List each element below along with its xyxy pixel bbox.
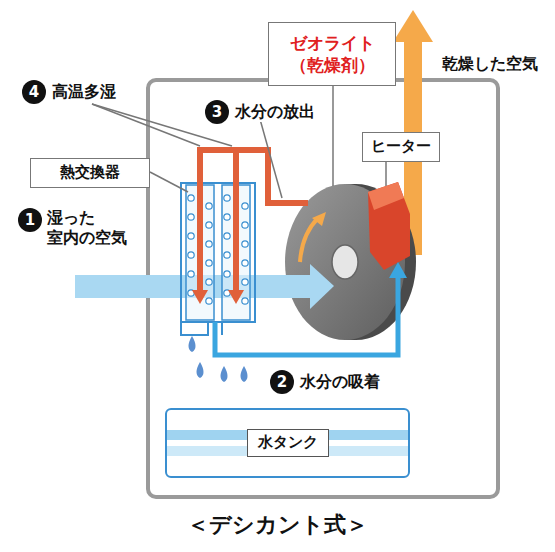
bubble <box>224 271 230 277</box>
node-text: 熱交換器 <box>60 163 120 183</box>
node-text: ヒーター <box>371 137 431 157</box>
bubble <box>224 252 230 258</box>
bubble <box>206 260 212 266</box>
bubble <box>206 298 212 304</box>
housing <box>148 80 498 497</box>
bubble <box>242 241 248 247</box>
bubble <box>242 279 248 285</box>
heat-exchanger <box>181 183 255 322</box>
rotation-arrow <box>300 218 318 262</box>
callout-number: 1 <box>18 208 42 232</box>
bubble <box>188 233 194 239</box>
bubble <box>224 233 230 239</box>
caption: ＜デシカント式＞ <box>0 510 555 540</box>
callout-number: 2 <box>270 370 294 394</box>
heat-exchanger-label-box: 熱交換器 <box>30 158 150 188</box>
callout-text: 水分の吸着 <box>298 372 382 392</box>
heater <box>368 182 410 270</box>
bubble <box>206 241 212 247</box>
bubble <box>206 279 212 285</box>
water-tank: 水タンク <box>165 408 410 478</box>
callout-number: 3 <box>205 100 229 124</box>
bubble <box>224 214 230 220</box>
bubble <box>188 214 194 220</box>
wheel-hub <box>332 245 358 279</box>
rotation-arrowhead <box>312 212 326 226</box>
hot-humid-pipe <box>200 150 308 292</box>
callout-text: 高温多湿 <box>50 82 118 102</box>
humid-air-arrowhead <box>310 264 334 309</box>
bubble <box>242 260 248 266</box>
zeolite-label-box: ゼオライト（乾燥剤） <box>268 22 396 86</box>
bubble <box>188 252 194 258</box>
water-drops <box>189 336 248 382</box>
callout-number: 4 <box>22 80 46 104</box>
node-text: 水タンク <box>247 429 329 457</box>
dry-air-arrowhead <box>393 10 433 42</box>
bubble <box>188 271 194 277</box>
bubble <box>188 195 194 201</box>
return-air-arrowhead <box>389 262 407 278</box>
heater-top <box>368 182 404 210</box>
heater-label-box: ヒーター <box>362 132 440 162</box>
callout-text: 湿った 室内の空気 <box>45 208 134 248</box>
dry-air-label: 乾燥した空気 <box>440 54 540 74</box>
bubble <box>242 298 248 304</box>
bubble <box>242 203 248 209</box>
pipe-arrowhead <box>228 290 244 304</box>
bubble <box>242 222 248 228</box>
return-air-line <box>215 276 398 355</box>
bubble <box>206 222 212 228</box>
bubble <box>206 203 212 209</box>
bubble <box>224 195 230 201</box>
callout-text: 水分の放出 <box>233 102 317 122</box>
node-text: ゼオライト（乾燥剤） <box>284 32 379 76</box>
bubbles <box>188 195 248 304</box>
pipe-arrowhead <box>192 290 208 304</box>
